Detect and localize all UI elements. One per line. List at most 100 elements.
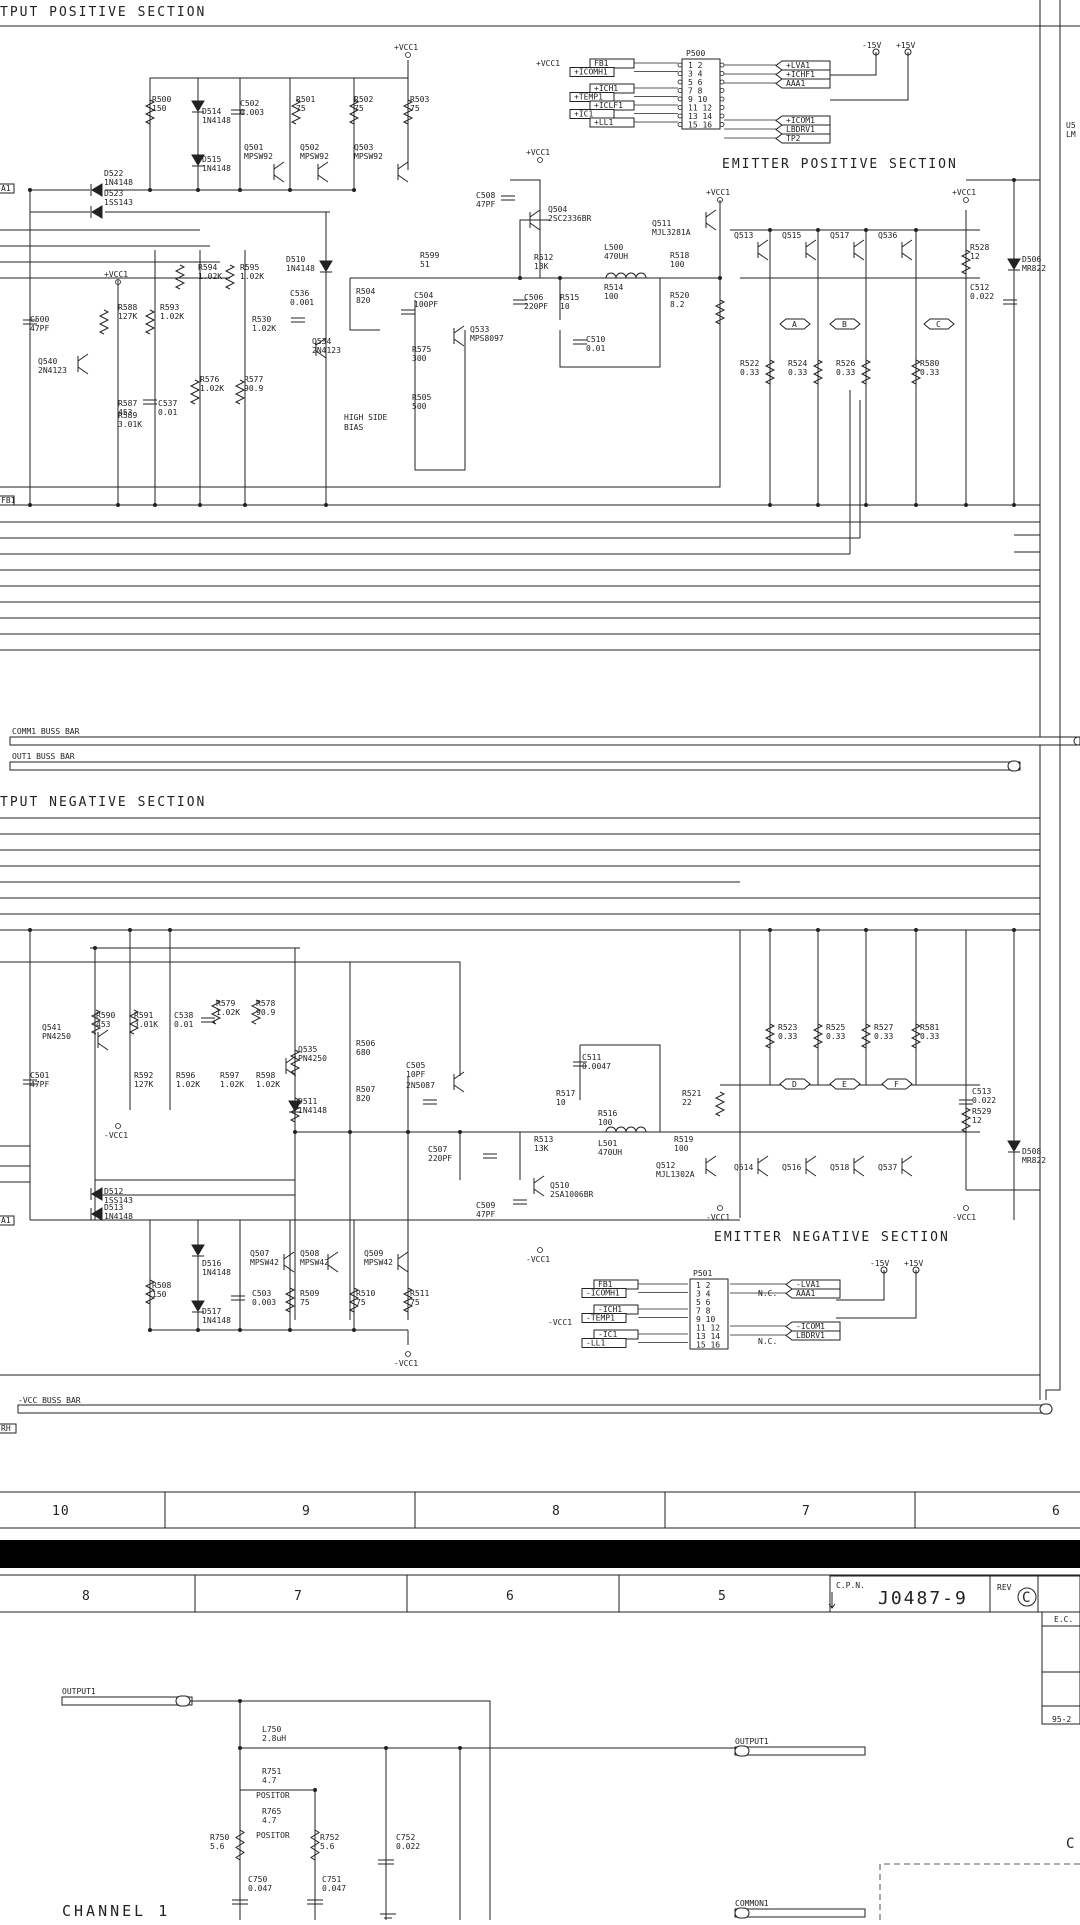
positor-label-2: POSITOR (256, 1831, 290, 1840)
ref-d510: D510 (286, 255, 305, 264)
zone-bottom-5: 5 (718, 1589, 727, 1604)
ref-r512: R512 (534, 253, 553, 262)
ref-r592: R592 (134, 1071, 153, 1080)
resistor-symbol (714, 299, 726, 325)
value-r503: 75 (410, 104, 420, 113)
value-r579: 1.02K (216, 1008, 240, 1017)
edge-label-right-u5: U5 (1066, 121, 1076, 130)
value-r505: 500 (412, 402, 427, 411)
value-q509: MPSW42 (364, 1258, 393, 1267)
capacitor-symbol (1003, 299, 1017, 305)
junction-dot (1012, 928, 1016, 932)
value-r522: 0.33 (740, 368, 759, 377)
ref-d506: D506 (1022, 255, 1041, 264)
ref-d515: D515 (202, 155, 221, 164)
p500-output-TP2: TP2 (786, 134, 801, 143)
value-d513: 1N4148 (104, 1212, 133, 1221)
output-positive-section-title: TPUT POSITIVE SECTION (0, 5, 206, 20)
resistor-symbol (98, 309, 110, 335)
value-r506: 680 (356, 1048, 371, 1057)
emitter-negative-section-title: EMITTER NEGATIVE SECTION (714, 1230, 950, 1245)
value-r509: 75 (300, 1298, 310, 1307)
ref-r520: R520 (670, 291, 689, 300)
transistor-symbol (97, 1029, 109, 1051)
p500-pin-right (719, 62, 725, 68)
capacitor-symbol (513, 299, 527, 305)
value-c506: 220PF (524, 302, 548, 311)
p501-output-flag (785, 1288, 841, 1299)
value-q503: MPSW92 (354, 152, 383, 161)
capacitor-symbol (573, 339, 587, 345)
value-c536: 0.001 (290, 298, 314, 307)
emitter-tag-b (829, 318, 861, 330)
value-r596: 1.02K (176, 1080, 200, 1089)
value-d522: 1N4148 (104, 178, 133, 187)
capacitor-symbol (423, 1099, 437, 1105)
ref-r598: R598 (256, 1071, 275, 1080)
resistor-symbol (128, 1009, 140, 1035)
vcc-symbol-2: +VCC1 (706, 188, 730, 197)
value-q533: MPS8097 (470, 334, 504, 343)
transistor-symbol (853, 239, 865, 261)
ref-q518: Q518 (830, 1163, 849, 1172)
transistor-symbol (317, 161, 329, 183)
diode-symbol (191, 154, 205, 166)
filter-value-r765: 4.7 (262, 1816, 277, 1825)
transistor-symbol (315, 337, 327, 359)
ref-r530: R530 (252, 315, 271, 324)
p501-input--IC1: -IC1 (598, 1330, 617, 1339)
value-r525: 0.33 (826, 1032, 845, 1041)
diode-symbol (91, 1207, 103, 1221)
value-q507: MPSW42 (250, 1258, 279, 1267)
junction-dot (768, 928, 772, 932)
ref-r576: R576 (200, 375, 219, 384)
edge-flag-left (0, 495, 15, 506)
vcc-terminal (537, 1247, 543, 1253)
vcc-terminal (537, 157, 543, 163)
p500-output-LBDRV1: LBDRV1 (786, 125, 815, 134)
ref-r509: R509 (300, 1289, 319, 1298)
ref-r525: R525 (826, 1023, 845, 1032)
edge-flag-left (0, 1215, 15, 1226)
resistor-symbol (348, 99, 360, 125)
resistor-symbol (224, 264, 236, 290)
value-r500: 150 (152, 104, 167, 113)
ref-c507: C507 (428, 1145, 447, 1154)
value-q511: MJL3281A (652, 228, 691, 237)
resistor-symbol (290, 99, 302, 125)
edge-label-left-0: A1 (1, 184, 11, 193)
zone-top-10: 10 (52, 1504, 70, 1519)
capacitor-symbol (307, 1899, 323, 1905)
vcc-buss-bar (17, 1404, 1049, 1414)
junction-dot (352, 1328, 356, 1332)
value-c537: 0.01 (158, 408, 177, 417)
transistor-symbol (705, 209, 717, 231)
value-r511: 75 (410, 1298, 420, 1307)
p500-input-+LL1: +LL1 (594, 118, 613, 127)
ref-q541: Q541 (42, 1023, 61, 1032)
ref-q536: Q536 (878, 231, 897, 240)
p500-pin-1: 1 2 (688, 61, 703, 70)
ref-r522: R522 (740, 359, 759, 368)
